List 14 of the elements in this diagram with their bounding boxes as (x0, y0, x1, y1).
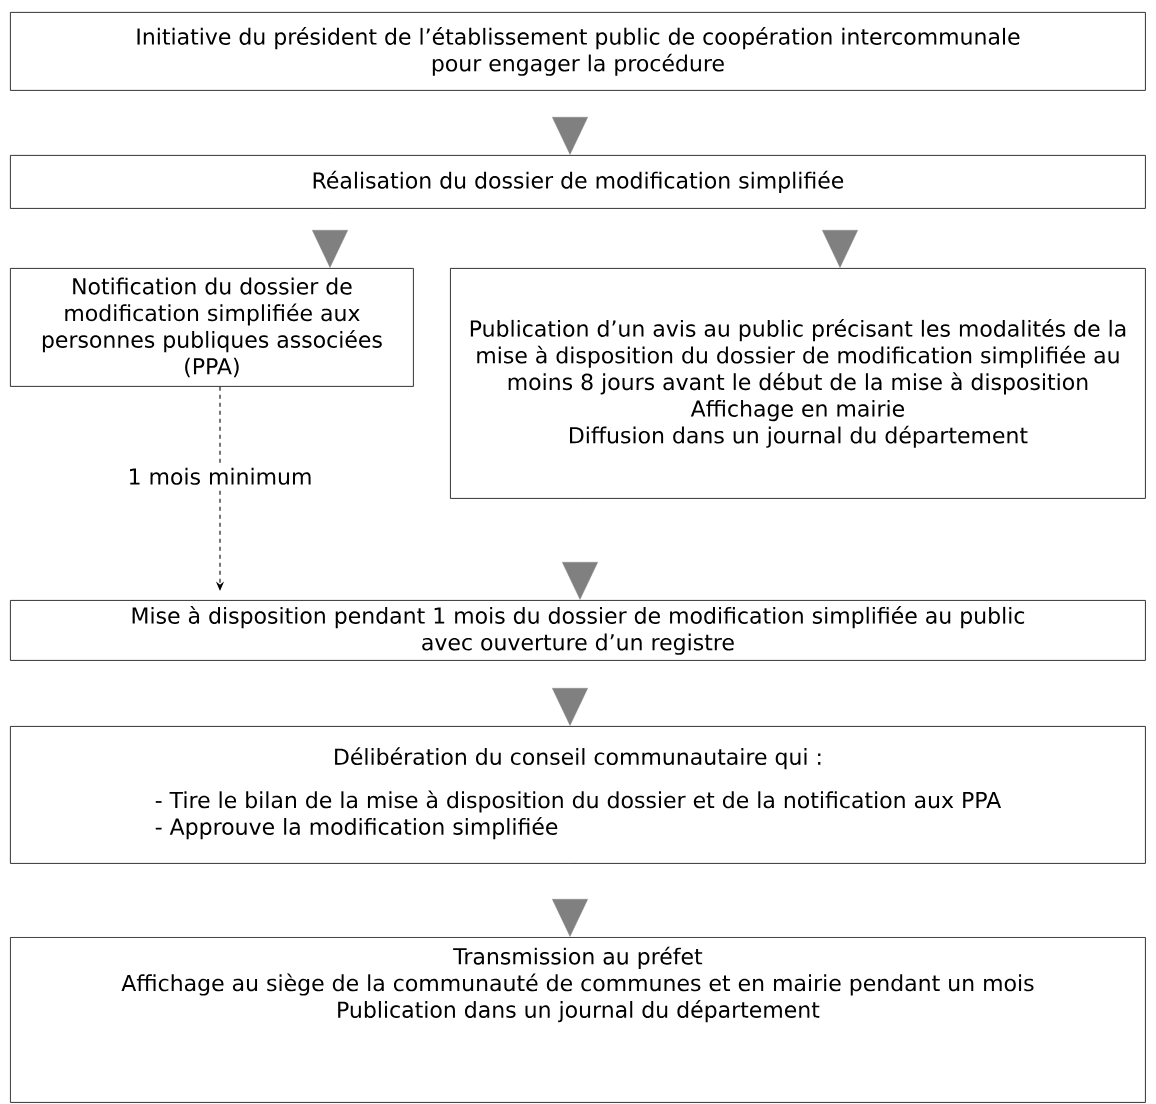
arrow (552, 863, 588, 937)
edge-label: 1 mois minimum (123, 463, 317, 489)
process-box: Délibération du conseil communautaire qui : - Tire le bilan de la mise à disposition du dossier et de la notification aux PPA - Approuve la modification simplifiée (10, 726, 1146, 864)
process-box: Transmission au préfet Affichage au siège de la communauté de communes et en mairie pendant un mois Publication dans un journal du département (10, 937, 1146, 1103)
process-box: Notification du dossier de modification simplifiée aux personnes publiques associées (PPA) (10, 268, 414, 387)
arrow (822, 208, 858, 268)
process-box: Publication d’un avis au public précisant les modalités de la mise à disposition du dossier de modification simplifiée au moins 8 jours avant le début de la mise à disposition Affichage en mairie Diffusion dans un journal du département (450, 268, 1146, 499)
arrow (552, 90, 588, 155)
arrow (562, 498, 598, 600)
process-box: Réalisation du dossier de modification simplifiée (10, 155, 1146, 209)
arrow (552, 660, 588, 726)
process-box: Mise à disposition pendant 1 mois du dossier de modification simplifiée au public avec ouverture d’un registre (10, 600, 1146, 661)
process-box: Initiative du président de l’établissement public de coopération intercommunale pour engager la procédure (10, 12, 1146, 91)
arrow (312, 208, 348, 268)
